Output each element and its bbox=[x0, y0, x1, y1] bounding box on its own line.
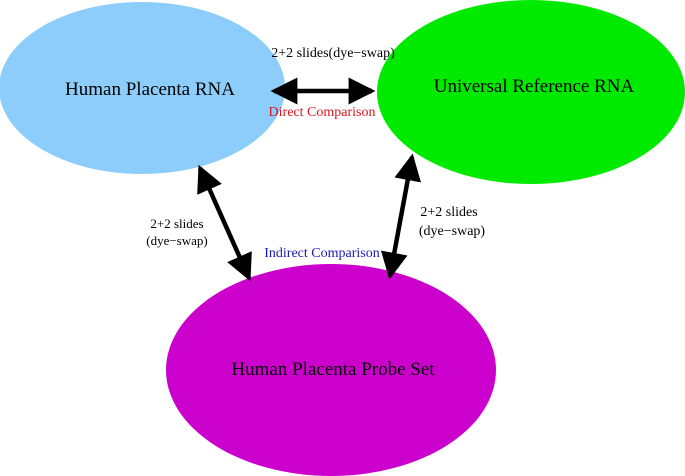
probe-set-node bbox=[166, 264, 496, 476]
probe-set-label: Human Placenta Probe Set bbox=[231, 359, 435, 380]
right-slides-label-line2: (dye−swap) bbox=[419, 224, 486, 239]
indirect-comparison-label: Indirect Comparison bbox=[264, 246, 379, 261]
placenta-to-probe-arrow bbox=[197, 164, 252, 282]
left-slides-label-line1: 2+2 slides bbox=[150, 216, 203, 231]
direct-comparison-label: Direct Comparison bbox=[269, 105, 376, 120]
top-slides-label: 2+2 slides(dye−swap) bbox=[271, 46, 395, 61]
universal-to-probe-arrow bbox=[380, 153, 422, 280]
left-slides-label-line2: (dye−swap) bbox=[146, 233, 207, 248]
universal-rna-label: Universal Reference RNA bbox=[434, 76, 635, 97]
placenta-rna-label: Human Placenta RNA bbox=[65, 79, 235, 100]
placenta-rna-node bbox=[0, 2, 285, 174]
right-slides-label-line1: 2+2 slides bbox=[420, 205, 477, 220]
universal-rna-node bbox=[377, 0, 685, 184]
